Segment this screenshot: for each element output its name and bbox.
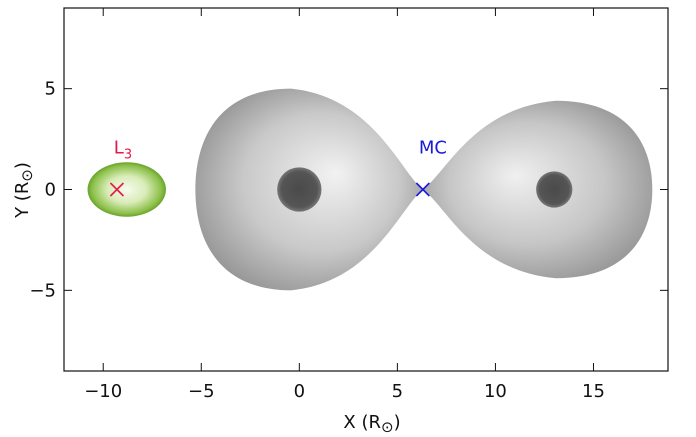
x-tick-label: −5 (188, 381, 215, 402)
x-tick-label: 10 (484, 381, 507, 402)
primary-core (277, 167, 322, 212)
marker-l3: L3 (109, 138, 132, 197)
y-tick-label: −5 (29, 280, 56, 301)
markers: L3 MC (109, 138, 447, 197)
marker-label: MC (419, 138, 447, 159)
x-axis-ticks: −10 −5 0 5 10 15 (84, 8, 605, 402)
marker-mc: MC (415, 138, 447, 197)
x-tick-label: −10 (84, 381, 122, 402)
y-axis-ticks: 5 0 −5 (29, 79, 668, 301)
x-tick-label: 15 (582, 381, 605, 402)
l3-blob (87, 162, 166, 217)
x-axis-label: X (R⊙) (343, 412, 400, 436)
x-tick-label: 5 (392, 381, 403, 402)
y-axis-label: Y (R⊙) (12, 162, 36, 219)
plot-content (87, 88, 653, 291)
marker-label: L3 (114, 138, 132, 163)
y-tick-label: 0 (45, 180, 56, 201)
x-tick-label: 0 (294, 381, 305, 402)
secondary-core (536, 171, 573, 208)
y-tick-label: 5 (45, 79, 56, 100)
